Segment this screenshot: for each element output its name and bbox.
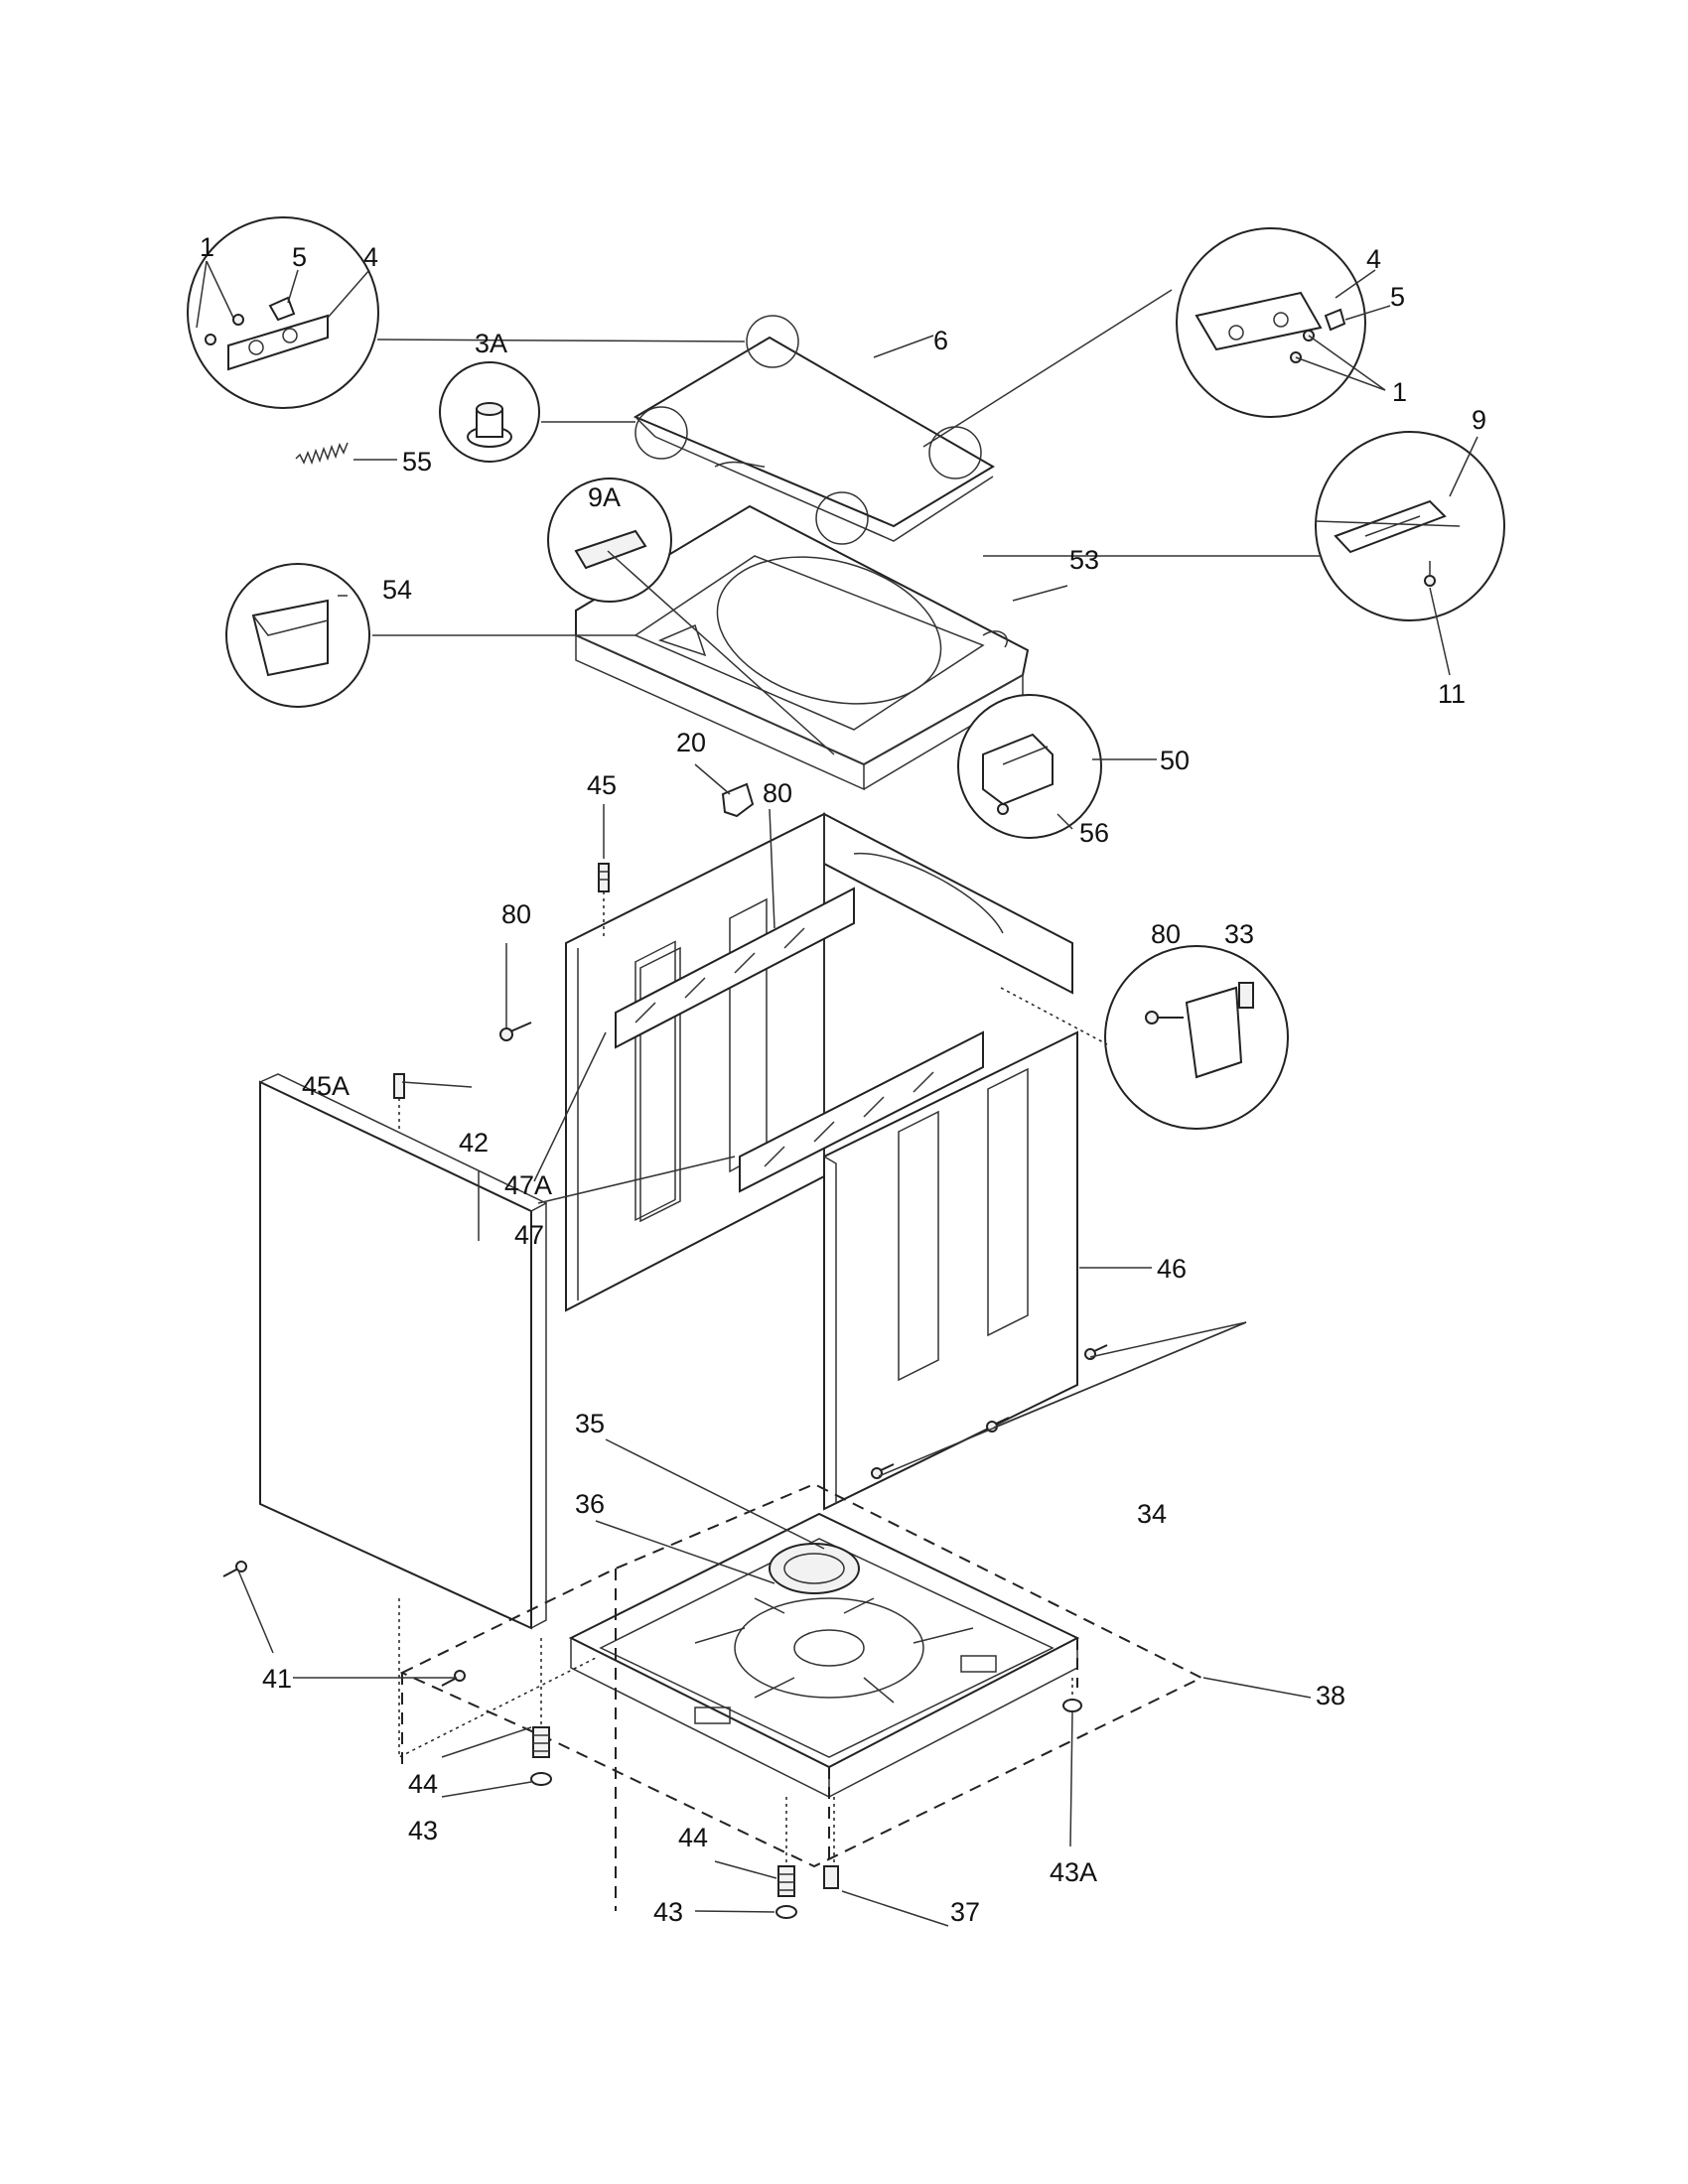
brace-47 <box>739 1030 984 1193</box>
callout-47A: 47A <box>504 1170 552 1200</box>
callout-56: 56 <box>1079 818 1109 848</box>
detail-right-hinge <box>1176 227 1366 418</box>
detail-bumper-3A <box>439 361 540 463</box>
detail-lid-lock-50 <box>957 694 1102 839</box>
callout-55: 55 <box>402 447 432 477</box>
callout-43A: 43A <box>1050 1857 1097 1887</box>
callout-42: 42 <box>459 1128 489 1158</box>
detail-left-hinge <box>187 216 379 409</box>
callout-80-right: 80 <box>1151 919 1181 949</box>
detail-lid-switch-9 <box>1315 431 1505 621</box>
callout-3A: 3A <box>475 329 507 358</box>
leader-lines <box>196 260 1478 1927</box>
front-panel-42 <box>259 1073 547 1630</box>
callout-9A: 9A <box>588 482 621 512</box>
callout-46: 46 <box>1157 1254 1187 1284</box>
callout-5-right: 5 <box>1390 282 1405 312</box>
leveling-leg-44-front <box>775 1865 797 1919</box>
callout-34: 34 <box>1137 1499 1167 1529</box>
detail-pad-9A <box>547 478 672 603</box>
screw-80-left <box>499 1022 532 1041</box>
callout-54: 54 <box>382 575 412 605</box>
lid <box>633 336 995 542</box>
screws-41 <box>222 1561 466 1687</box>
callout-44-front: 44 <box>678 1823 708 1852</box>
callout-9: 9 <box>1472 405 1486 435</box>
screws-34 <box>871 1344 1108 1479</box>
callout-80-left: 80 <box>501 899 531 929</box>
detail-hinge-33 <box>1104 945 1289 1130</box>
callout-1-left: 1 <box>200 232 214 262</box>
spring-55 <box>295 442 349 466</box>
side-panel-46 <box>823 1030 1078 1511</box>
callout-43-left: 43 <box>408 1816 438 1845</box>
callout-53: 53 <box>1069 545 1099 575</box>
assembly-guides <box>398 891 1108 1866</box>
leveling-leg-44-left <box>530 1726 552 1786</box>
top-cover <box>575 504 1030 791</box>
callout-36: 36 <box>575 1489 605 1519</box>
base-frame <box>568 1512 1080 1799</box>
callout-43-front: 43 <box>653 1897 683 1927</box>
callout-50: 50 <box>1160 746 1190 775</box>
callout-38: 38 <box>1316 1681 1345 1710</box>
part-20-bracket <box>721 782 755 818</box>
screw-45A <box>393 1073 405 1099</box>
foot-pad-43-left <box>530 1772 552 1786</box>
callout-41: 41 <box>262 1664 292 1694</box>
callout-45: 45 <box>587 770 617 800</box>
callout-33: 33 <box>1224 919 1254 949</box>
leg-37 <box>823 1865 839 1889</box>
callout-20: 20 <box>676 728 706 757</box>
callout-1-right: 1 <box>1392 377 1407 407</box>
callout-37: 37 <box>950 1897 980 1927</box>
callout-35: 35 <box>575 1409 605 1438</box>
detail-dispenser-54 <box>225 563 370 708</box>
foot-pad-43-front <box>775 1905 797 1919</box>
callout-44-left: 44 <box>408 1769 438 1799</box>
callout-4-left: 4 <box>363 242 378 272</box>
lid-hinge-highlight-left <box>746 315 799 368</box>
callout-5-left: 5 <box>292 242 307 272</box>
callout-80-top: 80 <box>763 778 792 808</box>
callout-47: 47 <box>514 1220 544 1250</box>
screw-45 <box>598 863 610 892</box>
callout-labels: 1 5 4 6 3A 55 4 5 1 9 11 9A 53 54 20 45 … <box>200 232 1486 1927</box>
part-35-ring <box>769 1543 860 1594</box>
callout-11: 11 <box>1438 679 1466 709</box>
callout-45A: 45A <box>302 1071 350 1101</box>
foot-pad-43A <box>1062 1699 1082 1712</box>
callout-6: 6 <box>933 326 948 355</box>
brace-47A <box>615 887 855 1049</box>
callout-4-right: 4 <box>1366 244 1381 274</box>
lid-hinge-highlight-right <box>634 406 688 460</box>
lid-hinge-highlight-back <box>815 491 869 545</box>
